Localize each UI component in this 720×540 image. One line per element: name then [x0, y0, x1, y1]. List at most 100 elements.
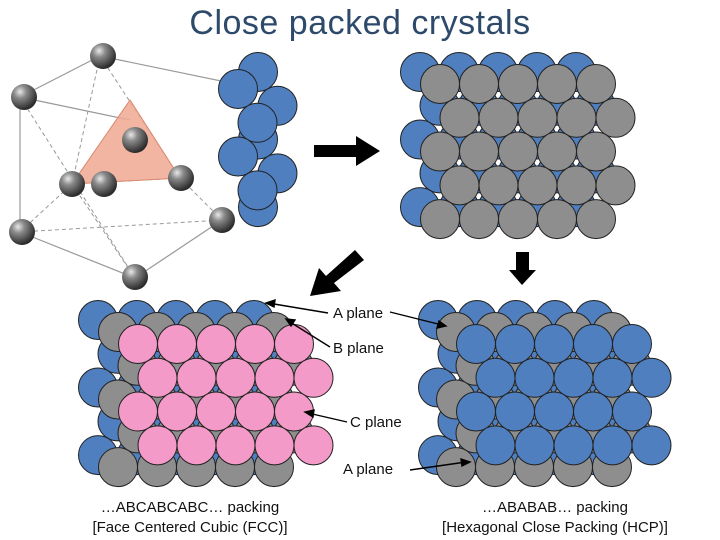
c-layer-sphere: [293, 357, 334, 398]
c-layer-sphere: [157, 324, 197, 364]
c-layer-sphere: [254, 357, 295, 398]
a-layer-sphere: [592, 425, 633, 466]
c-layer-sphere: [118, 324, 158, 364]
c-layer-sphere: [215, 425, 256, 466]
c-layer-sphere: [137, 357, 178, 398]
a-layer-sphere: [237, 170, 278, 211]
atom: [122, 127, 148, 153]
b-layer-sphere: [595, 97, 636, 138]
a-layer-sphere: [475, 357, 516, 398]
a-layer-sphere: [218, 69, 258, 109]
a-layer-sphere: [573, 391, 613, 432]
a-plane-label-top: A plane: [333, 305, 384, 322]
fcc-caption-line1: …ABCABCABC… packing: [100, 499, 280, 516]
c-layer-sphere: [157, 391, 197, 432]
hcp-caption-line1: …ABABAB… packing: [482, 499, 628, 516]
a-layer-sphere: [495, 324, 535, 364]
a-layer-sphere: [534, 324, 574, 364]
a-plane-label-bottom: A plane: [343, 461, 394, 478]
a-layer-sphere: [456, 324, 496, 364]
atom: [122, 264, 148, 290]
two-layer-stack: [400, 52, 636, 240]
label-pointers: [264, 298, 472, 471]
arrow-right: [314, 136, 380, 166]
hcp-caption-line2: [Hexagonal Close Packing (HCP)]: [442, 519, 668, 536]
atom: [209, 207, 235, 233]
b-layer-sphere: [498, 199, 538, 240]
fcc-caption: …ABCABCABC… packing [Face Centered Cubic…: [60, 498, 320, 538]
atom: [168, 165, 194, 191]
atoms: [9, 43, 235, 290]
b-layer-sphere: [537, 199, 577, 240]
atom: [9, 219, 35, 245]
c-layer-sphere: [215, 357, 256, 398]
b-layer-sphere: [576, 64, 616, 104]
a-layer-sphere: [475, 425, 516, 466]
a-layer-sphere: [514, 357, 555, 398]
arrow-down-left: [310, 250, 364, 296]
b-layer-sphere: [517, 165, 558, 206]
cube-edges: [19, 55, 256, 279]
a-layer-sphere: [218, 136, 258, 177]
hcp-caption: …ABABAB… packing [Hexagonal Close Packin…: [410, 498, 700, 538]
b-layer-sphere: [459, 64, 499, 104]
b-layer-sphere: [498, 131, 538, 172]
fcc-caption-line2: [Face Centered Cubic (FCC)]: [92, 519, 288, 536]
a-layer-sphere: [495, 391, 535, 432]
page-title: Close packed crystals: [189, 4, 531, 42]
b-layer-sphere: [537, 131, 577, 172]
a-layer-sphere: [534, 391, 574, 432]
fcc-unit-cell: [9, 43, 256, 290]
b-layer-sphere: [478, 165, 519, 206]
a-layer-sphere: [456, 391, 496, 432]
atom: [90, 43, 116, 69]
c-layer-sphere: [137, 425, 178, 466]
b-layer-sphere: [576, 199, 616, 240]
c-layer-sphere: [118, 391, 158, 432]
b-layer-sphere: [576, 131, 616, 172]
b-layer-sphere: [439, 165, 480, 206]
c-layer-sphere: [196, 324, 236, 364]
c-plane-label: C plane: [350, 414, 402, 431]
b-layer-sphere: [420, 131, 460, 172]
b-layer-sphere: [459, 131, 499, 172]
atom: [59, 171, 85, 197]
fcc-stack: [78, 300, 334, 488]
a-layer-sphere: [612, 324, 652, 364]
b-layer-sphere: [436, 447, 476, 488]
c-layer-sphere: [176, 425, 217, 466]
a-layer-sphere: [631, 357, 672, 398]
c-layer-sphere: [293, 425, 334, 466]
b-layer-sphere: [556, 165, 597, 206]
c-layer-sphere: [196, 391, 236, 432]
b-layer-sphere: [517, 97, 558, 138]
b-layer-sphere: [98, 447, 138, 488]
a-layer-sphere: [631, 425, 672, 466]
b-layer-sphere: [420, 199, 460, 240]
a-layer-sphere: [237, 102, 278, 143]
b-layer-sphere: [459, 199, 499, 240]
b-layer-sphere: [556, 97, 597, 138]
a-layer-sphere: [553, 357, 594, 398]
c-layer-sphere: [176, 357, 217, 398]
a-layer-sphere: [553, 425, 594, 466]
a-layer-sphere: [612, 391, 652, 432]
b-layer-sphere: [478, 97, 519, 138]
b-plane-label: B plane: [333, 340, 384, 357]
c-layer-sphere: [254, 425, 295, 466]
hcp-stack: [418, 300, 672, 488]
c-layer-sphere: [235, 391, 275, 432]
arrow-down: [509, 252, 536, 285]
single-layer-column: [218, 52, 298, 228]
b-layer-sphere: [439, 97, 480, 138]
c-layer-sphere: [235, 324, 275, 364]
b-layer-sphere: [498, 64, 538, 104]
a-layer-sphere: [573, 324, 613, 364]
b-layer-sphere: [420, 64, 460, 104]
c-layer-sphere: [274, 324, 314, 364]
a-layer-sphere: [592, 357, 633, 398]
atom: [91, 171, 117, 197]
a-layer-sphere: [514, 425, 555, 466]
b-layer-sphere: [595, 165, 636, 206]
